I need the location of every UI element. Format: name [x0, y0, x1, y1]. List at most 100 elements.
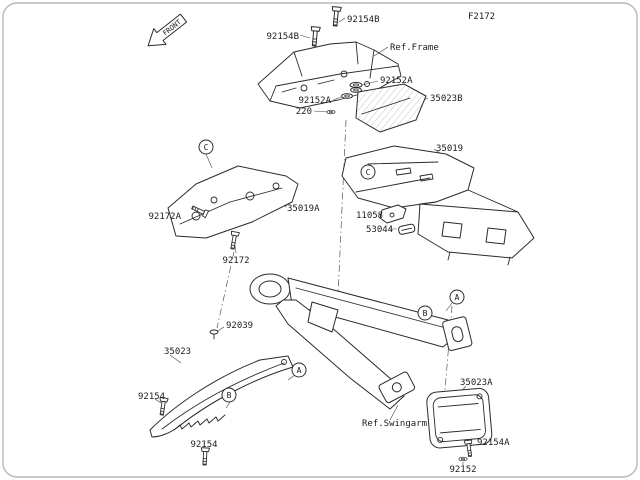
small-bracket-hole [389, 212, 395, 218]
ref-swingarm-label: Ref.Swingarm [362, 419, 427, 429]
part-label-35023B: 35023B [430, 94, 463, 104]
frame-hole [364, 81, 370, 87]
part-label-220: 220 [296, 107, 312, 117]
rivet-92039 [209, 329, 219, 340]
frame-hole [340, 70, 348, 78]
callout-letter: C [204, 143, 209, 152]
clip-slot [401, 227, 412, 231]
part-label-92154A: 92154A [477, 438, 510, 448]
ref-frame-label: Ref.Frame [390, 43, 439, 53]
plate-ridges [437, 403, 481, 434]
part-label-92154-bottom: 92154 [190, 440, 217, 450]
fender-rear-face [417, 203, 535, 259]
part-label-92154B-second: 92154B [266, 32, 299, 42]
callout-circle [221, 387, 237, 403]
callout-A-mid: A [291, 362, 307, 378]
callout-circle [198, 139, 214, 155]
part-53044-clip [398, 223, 416, 235]
collar-92152 [458, 456, 468, 462]
axle-slot [451, 326, 464, 343]
part-label-11058: 11058 [356, 211, 383, 221]
front-arrow: FRONT [147, 13, 188, 47]
bracket-hole [245, 191, 255, 201]
part-35019-rear-fender [341, 145, 535, 266]
assembly-axis-lines [216, 119, 453, 391]
flap-inner-line [361, 97, 411, 115]
plate-inner [432, 394, 486, 443]
part-label-92152A-right: 92152A [380, 76, 413, 86]
part-label-92154B-top: 92154B [347, 15, 380, 25]
callout-circle [417, 305, 433, 321]
damper-92152A-right [349, 81, 363, 89]
bolt-92172 [227, 230, 240, 251]
fender-square-holes [441, 221, 507, 245]
part-label-35023: 35023 [164, 347, 191, 357]
part-label-92039: 92039 [226, 321, 253, 331]
callout-B-right: B [417, 305, 433, 321]
part-label-92172: 92172 [222, 256, 249, 266]
collar-220 [326, 109, 336, 115]
part-35019A-bracket [167, 165, 299, 239]
bolt-92154-bottom [200, 447, 210, 466]
swingarm-cross-brace [307, 301, 339, 333]
plate-hole [476, 393, 483, 400]
callout-C-left: C [198, 139, 214, 155]
ref-swingarm-part [249, 273, 473, 410]
frame-hole [300, 84, 308, 92]
fender-slots [395, 167, 434, 182]
bracket-hole [272, 182, 280, 190]
guard-outline [149, 355, 294, 438]
frame-outline [257, 41, 402, 109]
bolt-92154B-top [330, 6, 342, 27]
plate-hole [437, 436, 444, 443]
callout-circle [449, 289, 465, 305]
part-35023A-plate [426, 387, 493, 449]
pivot-bore [258, 280, 282, 298]
small-bracket-outline [379, 204, 407, 224]
callout-circle [360, 164, 376, 180]
part-label-92152: 92152 [449, 465, 476, 475]
swingarm-beam-line [295, 287, 447, 329]
figure-code: F2172 [468, 12, 495, 22]
guard-inner-line [161, 362, 285, 430]
frame-detail-lines [269, 41, 399, 102]
callout-letter: B [227, 391, 232, 400]
axle-hole [391, 382, 402, 393]
callout-circle [291, 362, 307, 378]
part-label-35023A: 35023A [460, 378, 493, 388]
callout-letter: C [366, 168, 371, 177]
part-35023B-flap [355, 83, 427, 133]
rivet-head [209, 329, 219, 335]
fender-shell [341, 145, 475, 209]
part-11058-bracket [379, 204, 407, 224]
bracket-outline [167, 165, 299, 239]
frame-rib-lines [281, 79, 335, 93]
part-label-35019: 35019 [436, 144, 463, 154]
guard-mount-hole [281, 359, 287, 365]
front-arrow-shape [147, 13, 188, 47]
bracket-hole [210, 196, 218, 204]
part-35023-chain-guard [149, 355, 294, 438]
part-label-92152A-left: 92152A [298, 96, 331, 106]
axle-block-lower [378, 371, 416, 404]
fender-connect-lines [419, 189, 519, 266]
part-label-35019A: 35019A [287, 204, 320, 214]
bolt-92154B-second [309, 26, 321, 47]
bracket-hole [191, 211, 201, 221]
part-label-92154-left: 92154 [138, 392, 165, 402]
callout-letter: A [297, 366, 302, 375]
bracket-inner-line [179, 187, 283, 225]
callout-B-mid: B [221, 387, 237, 403]
flap-hatch [356, 84, 426, 132]
sprocket-teeth-edge [173, 414, 226, 431]
callout-letter: A [455, 293, 460, 302]
part-label-53044: 53044 [366, 225, 393, 235]
ref-frame-part [257, 41, 402, 109]
callout-C-right: C [360, 164, 376, 180]
callout-A-right: A [449, 289, 465, 305]
axle-block-right [442, 316, 473, 351]
damper-92152A-left [341, 93, 353, 99]
callout-letter: B [423, 309, 428, 318]
